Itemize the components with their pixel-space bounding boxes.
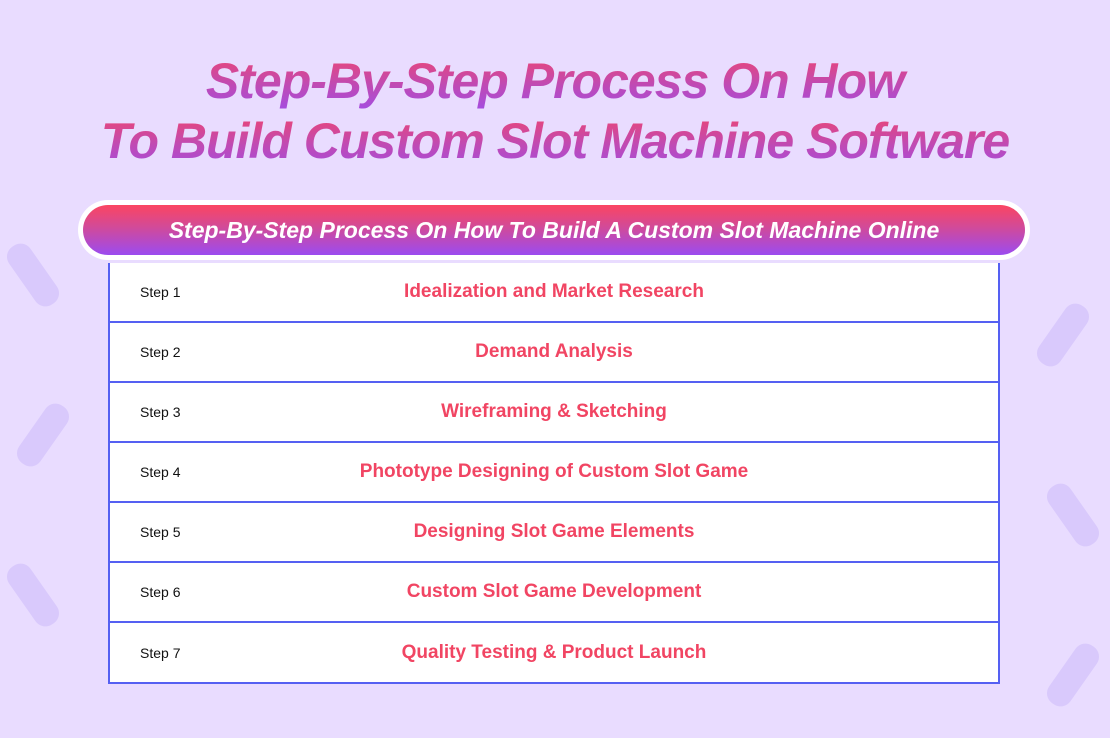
step-number: Step 3: [140, 404, 181, 420]
table-row: Step 6 Custom Slot Game Development: [110, 563, 998, 623]
step-number: Step 5: [140, 524, 181, 540]
step-label: Designing Slot Game Elements: [413, 521, 695, 542]
steps-table: Step 1 Idealization and Market Research S…: [108, 263, 1000, 684]
step-number: Step 4: [140, 464, 181, 480]
page-title-line-2: To Build Custom Slot Machine Software: [0, 112, 1110, 170]
step-label: Demand Analysis: [475, 341, 633, 362]
decorative-shape: [1042, 478, 1104, 552]
table-row: Step 2 Demand Analysis: [110, 323, 998, 383]
decorative-shape: [1042, 638, 1104, 712]
step-label: Idealization and Market Research: [404, 281, 704, 302]
decorative-shape: [2, 558, 64, 632]
table-row: Step 3 Wireframing & Sketching: [110, 383, 998, 443]
decorative-shape: [1032, 298, 1094, 372]
step-number: Step 7: [140, 644, 181, 661]
step-label: Quality Testing & Product Launch: [401, 641, 707, 663]
table-row: Step 7 Quality Testing & Product Launch: [110, 623, 998, 682]
decorative-shape: [12, 398, 74, 472]
banner-text: Step-By-Step Process On How To Build A C…: [83, 205, 1025, 255]
step-number: Step 2: [140, 344, 181, 360]
page-title-line-1: Step-By-Step Process On How: [0, 52, 1110, 110]
step-number: Step 6: [140, 584, 181, 600]
section-banner: Step-By-Step Process On How To Build A C…: [78, 200, 1030, 260]
table-row: Step 4 Phototype Designing of Custom Slot…: [110, 443, 998, 503]
step-label: Phototype Designing of Custom Slot Game: [359, 461, 749, 482]
table-row: Step 1 Idealization and Market Research: [110, 263, 998, 323]
step-label: Wireframing & Sketching: [441, 401, 667, 422]
step-label: Custom Slot Game Development: [406, 581, 702, 602]
decorative-shape: [2, 238, 64, 312]
table-row: Step 5 Designing Slot Game Elements: [110, 503, 998, 563]
step-number: Step 1: [140, 284, 181, 300]
